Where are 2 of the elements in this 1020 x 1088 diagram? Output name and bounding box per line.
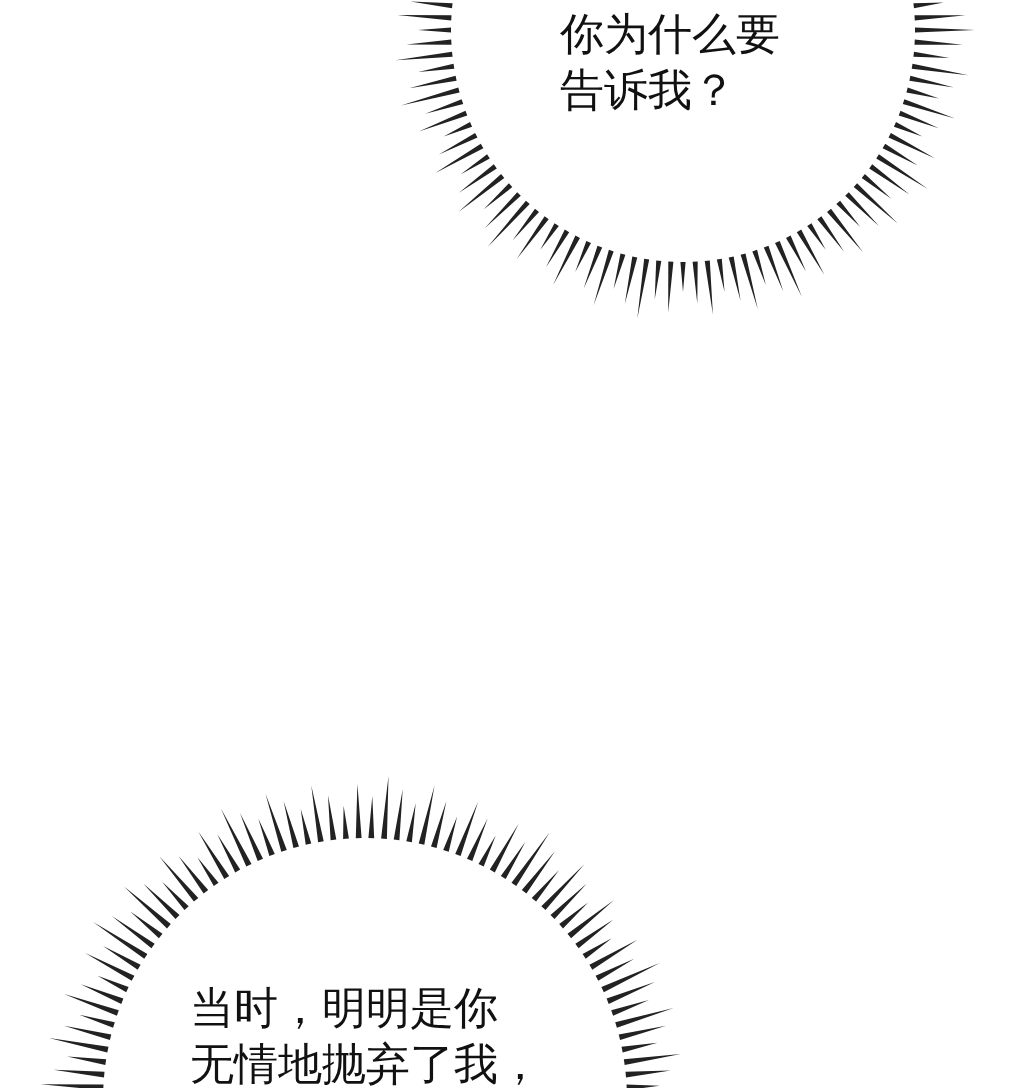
speech-text: 你为什么要告诉我？	[560, 7, 780, 117]
speech-text: 当时，明明是你无情地抛弃了我，	[190, 981, 542, 1088]
